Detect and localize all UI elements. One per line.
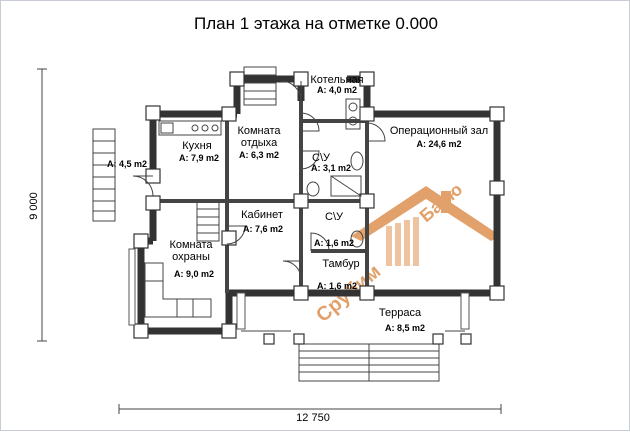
room-kitchen: Кухня A: 7,9 m2	[179, 140, 219, 163]
room-vestibule: Тамбур A: 1,6 m2	[317, 258, 360, 291]
room-name: С\У	[312, 152, 331, 164]
room-bathroom-1: С\У A: 3,1 m2	[311, 152, 351, 173]
room-office: Кабинет A: 7,6 m2	[241, 209, 283, 234]
height-dimension-label: 9 000	[28, 192, 40, 220]
width-dimension-label: 12 750	[296, 412, 330, 424]
room-area: A: 1,6 m2	[317, 281, 357, 291]
room-area: A: 4,5 m2	[107, 159, 147, 169]
boiler-stair	[243, 66, 277, 106]
room-area: A: 7,6 m2	[243, 224, 283, 234]
interior-stair	[196, 200, 220, 242]
room-name: С\У	[325, 211, 344, 223]
left-stair	[92, 128, 116, 222]
room-area: A: 24,6 m2	[416, 139, 461, 149]
room-terrace: Терраса A: 8,5 m2	[379, 307, 425, 333]
room-bathroom-2: С\У A: 1,6 m2	[314, 211, 354, 248]
dimension-lines	[37, 68, 502, 414]
room-labels: Котельная A: 4,0 m2 Кухня A: 7,9 m2 Комн…	[107, 74, 488, 333]
room-area: A: 3,1 m2	[311, 163, 351, 173]
room-name: Операционный зал	[390, 125, 488, 137]
fixtures	[144, 98, 364, 318]
room-area: A: 4,0 m2	[317, 85, 357, 95]
room-name: Кабинет	[241, 209, 283, 221]
room-area: A: 1,6 m2	[314, 238, 354, 248]
room-name: Кухня	[182, 140, 211, 152]
room-name: Терраса	[379, 307, 422, 319]
plan-title: План 1 этажа на отметке 0.000	[194, 14, 438, 33]
room-porch: A: 4,5 m2	[107, 159, 147, 169]
room-hall: Операционный зал A: 24,6 m2	[390, 125, 488, 149]
terrace-steps	[298, 343, 440, 382]
room-area: A: 9,0 m2	[174, 269, 214, 279]
doors	[132, 80, 386, 280]
room-area: A: 7,9 m2	[179, 153, 219, 163]
room-area: A: 6,3 m2	[239, 150, 279, 160]
room-area: A: 8,5 m2	[385, 323, 425, 333]
room-name: Котельная	[310, 74, 363, 86]
room-name: Тамбур	[322, 258, 359, 270]
terrace-railing	[128, 248, 472, 345]
room-boiler: Котельная A: 4,0 m2	[310, 74, 363, 95]
